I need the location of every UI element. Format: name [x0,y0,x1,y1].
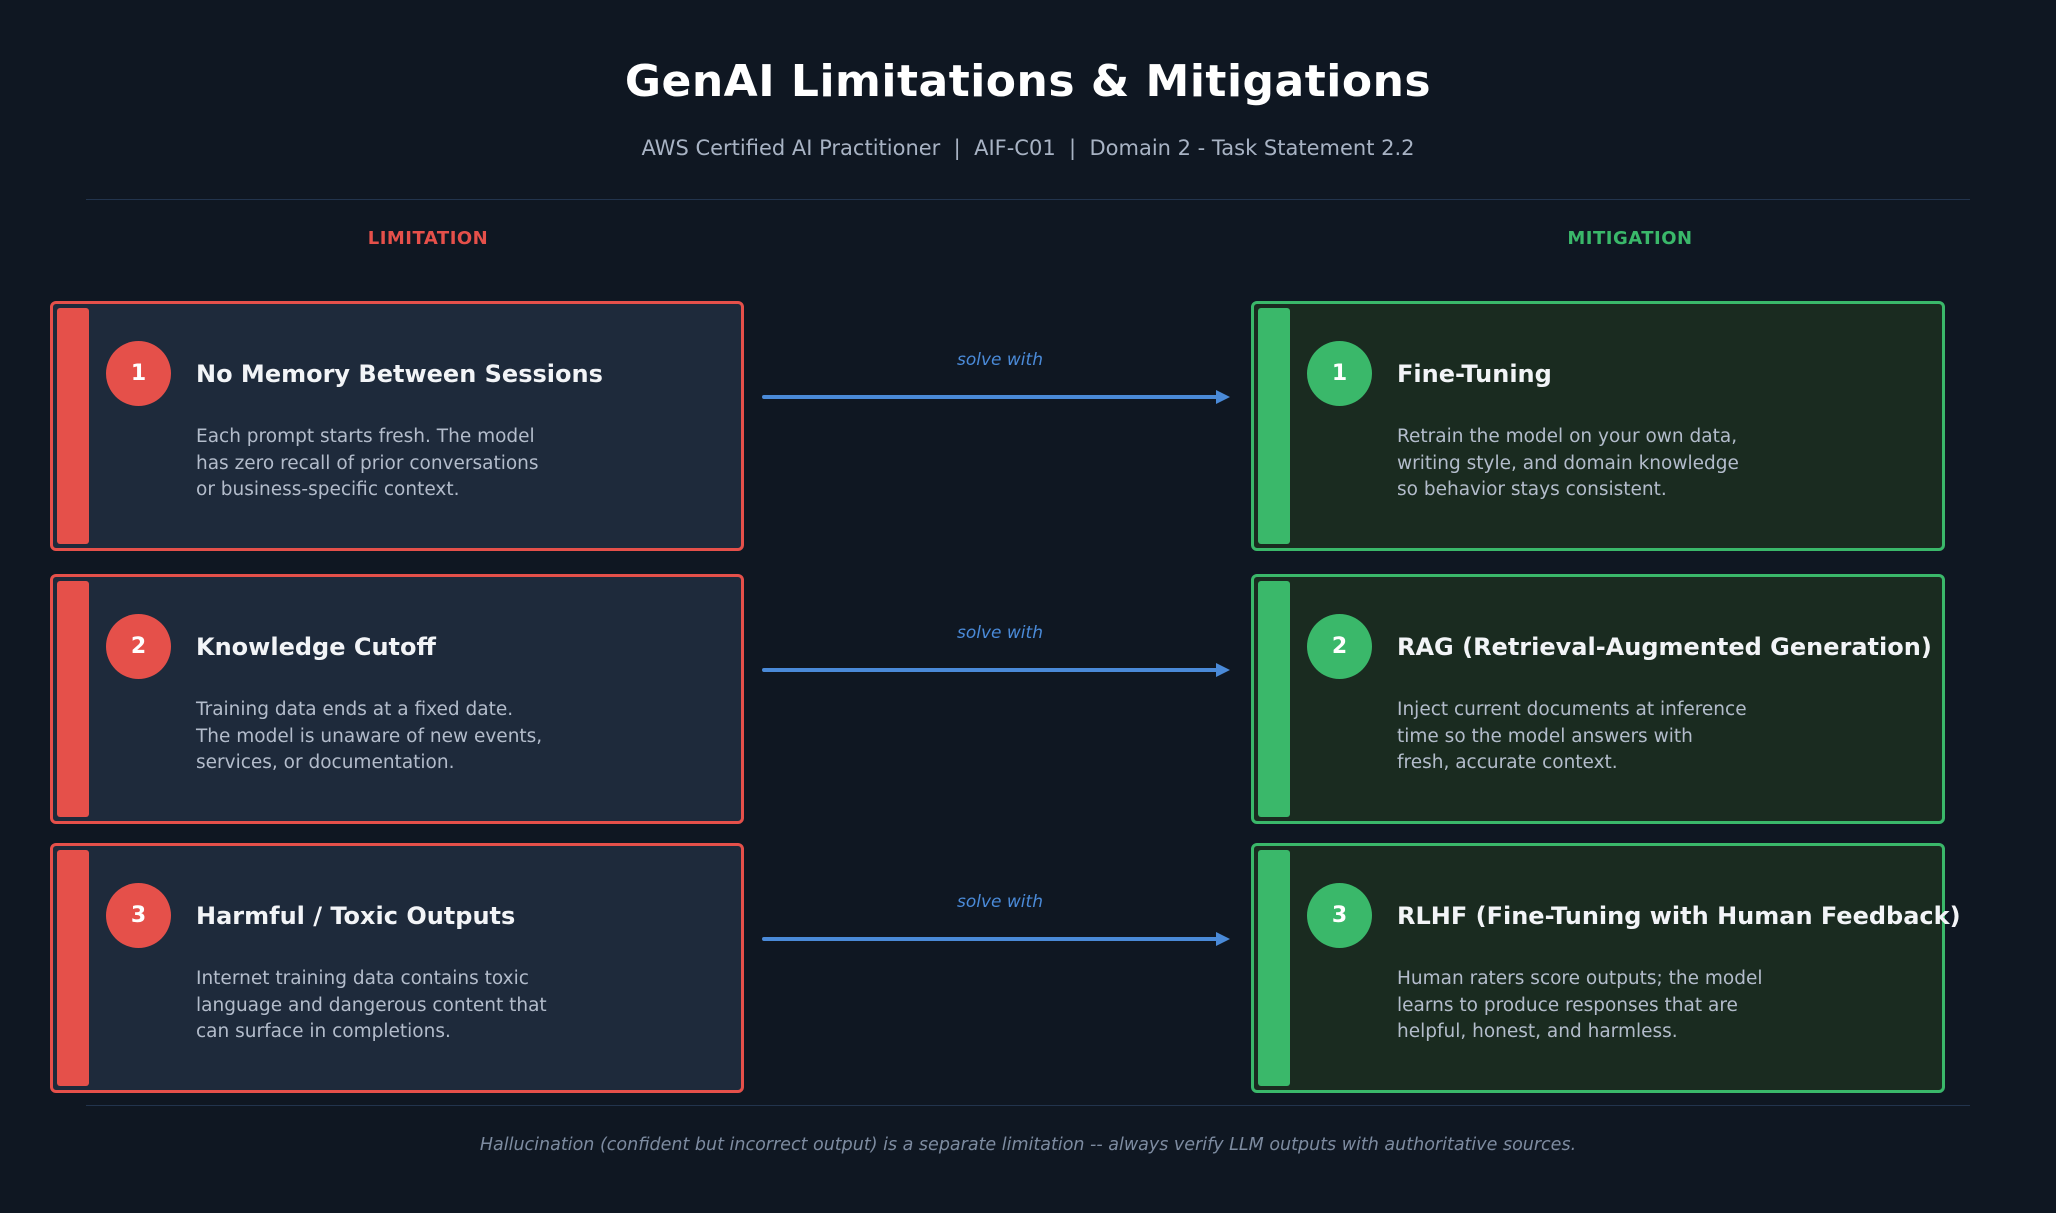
limitation-card-1: 1 No Memory Between Sessions Each prompt… [50,301,744,551]
top-divider [86,199,1970,200]
limitation-accent-bar [57,850,89,1086]
mitigation-accent-bar [1258,308,1290,544]
limitation-title: Knowledge Cutoff [196,633,436,661]
footnote: Hallucination (confident but incorrect o… [479,1135,1577,1155]
limitation-card-3: 3 Harmful / Toxic Outputs Internet train… [50,843,744,1093]
arrow-right-icon [1216,390,1230,404]
limitation-column-header: LIMITATION [367,228,489,249]
mitigation-title: Fine-Tuning [1397,360,1552,388]
connector-arrow-line [762,937,1218,941]
mitigation-card-3: 3 RLHF (Fine-Tuning with Human Feedback)… [1251,843,1961,1093]
mitigation-description: Inject current documents at inference ti… [1397,699,1747,773]
connector-arrow-line [762,395,1218,399]
connector-label: solve with [957,892,1043,912]
limitation-number-badge: 1 [106,341,171,406]
connector-label: solve with [957,623,1043,643]
mitigation-number-badge: 1 [1307,341,1372,406]
solve-with-connector-1: solve with [762,350,1232,420]
limitation-title: No Memory Between Sessions [196,360,603,388]
bottom-divider [86,1105,1970,1106]
limitation-number-badge: 3 [106,883,171,948]
limitation-description: Internet training data contains toxic la… [196,968,547,1042]
connector-label: solve with [957,350,1043,370]
solve-with-connector-2: solve with [762,623,1232,693]
mitigation-accent-bar [1258,850,1290,1086]
mitigation-card-1: 1 Fine-Tuning Retrain the model on your … [1251,301,1945,551]
mitigation-card-2: 2 RAG (Retrieval-Augmented Generation) I… [1251,574,1945,824]
mitigation-title: RAG (Retrieval-Augmented Generation) [1397,633,1932,661]
mitigation-accent-bar [1258,581,1290,817]
limitation-title: Harmful / Toxic Outputs [196,902,516,930]
mitigation-description: Retrain the model on your own data, writ… [1397,426,1739,500]
arrow-right-icon [1216,932,1230,946]
limitation-accent-bar [57,581,89,817]
solve-with-connector-3: solve with [762,892,1232,962]
mitigation-title: RLHF (Fine-Tuning with Human Feedback) [1397,902,1961,930]
limitation-card-2: 2 Knowledge Cutoff Training data ends at… [50,574,744,824]
mitigation-description: Human raters score outputs; the model le… [1397,968,1763,1042]
page-subtitle: AWS Certified AI Practitioner | AIF-C01 … [641,136,1415,160]
mitigation-number-badge: 2 [1307,614,1372,679]
limitation-description: Training data ends at a fixed date. The … [196,699,543,773]
connector-arrow-line [762,668,1218,672]
mitigation-number-badge: 3 [1307,883,1372,948]
limitation-number-badge: 2 [106,614,171,679]
arrow-right-icon [1216,663,1230,677]
mitigation-column-header: MITIGATION [1567,228,1693,249]
limitation-accent-bar [57,308,89,544]
page-title: GenAI Limitations & Mitigations [624,56,1432,107]
limitation-description: Each prompt starts fresh. The model has … [196,426,539,500]
